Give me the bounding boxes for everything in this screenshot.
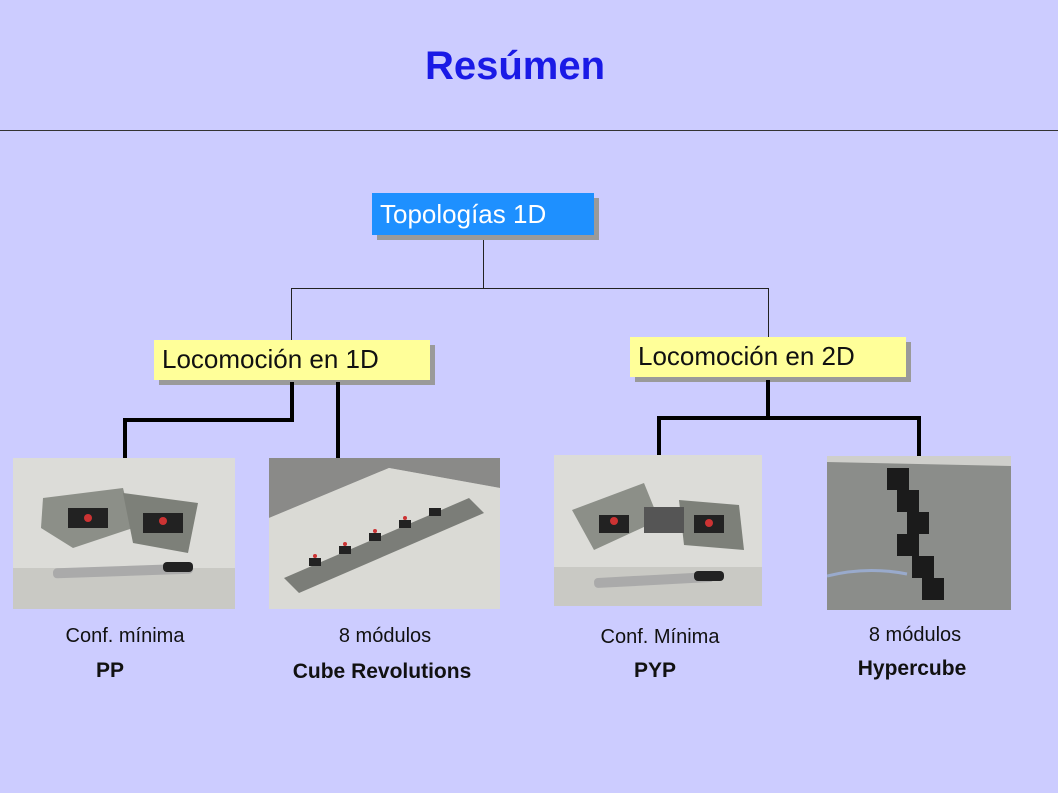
connector-left-bar — [123, 418, 294, 422]
node-topologias-1d: Topologías 1D — [372, 193, 594, 235]
caption-hypercube-line1: 8 módulos — [868, 624, 962, 646]
connector-left-drop-b — [336, 382, 340, 458]
caption-pp-line2: PP — [95, 659, 124, 682]
node-locomocion-2d: Locomoción en 2D — [630, 337, 906, 377]
connector-left-down — [291, 288, 292, 340]
caption-hypercube-line2: Hypercube — [857, 657, 967, 680]
photo-pp-robot — [13, 458, 235, 609]
slide-title: Resúmen — [424, 44, 606, 88]
connector-right-bar — [657, 416, 921, 420]
node-locomocion-1d: Locomoción en 1D — [154, 340, 430, 380]
caption-cube-line2: Cube Revolutions — [292, 660, 472, 683]
connector-right-stem — [766, 380, 770, 418]
connector-root-down — [483, 240, 484, 288]
caption-pyp-line2: PYP — [633, 659, 677, 682]
title-divider — [0, 130, 1058, 131]
connector-left-drop-a — [123, 418, 127, 458]
connector-right-drop-a — [657, 416, 661, 456]
connector-left-stem — [290, 382, 294, 420]
connector-horizontal — [291, 288, 769, 289]
caption-pp-line1: Conf. mínima — [65, 625, 185, 647]
photo-pyp-robot — [554, 455, 762, 606]
photo-cube-revolutions — [269, 458, 500, 609]
caption-pyp-line1: Conf. Mínima — [600, 626, 720, 648]
photo-hypercube — [827, 456, 1011, 610]
connector-right-drop-b — [917, 416, 921, 456]
connector-right-down — [768, 288, 769, 337]
caption-cube-line1: 8 módulos — [338, 625, 432, 647]
